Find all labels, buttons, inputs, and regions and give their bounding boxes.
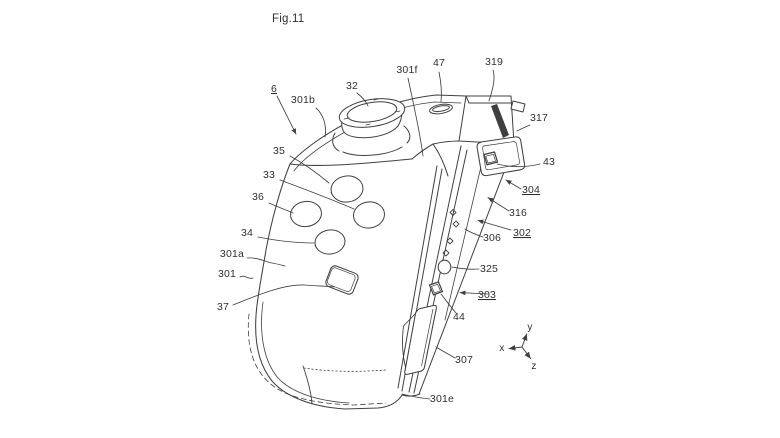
controller-body [248, 95, 466, 409]
leader-301b [316, 108, 326, 137]
leader-325 [452, 267, 479, 269]
leader-36 [269, 203, 293, 213]
ref-label-axis-x: x [499, 343, 504, 354]
leader-306 [465, 229, 483, 237]
leader-35 [290, 156, 329, 183]
coordinate-axes [509, 334, 531, 359]
leader-301a [247, 258, 285, 266]
ref-label-43: 43 [543, 156, 555, 168]
leader-6 [277, 96, 296, 134]
ref-label-axis-z: z [531, 361, 536, 372]
screw-hole [453, 221, 459, 227]
axis-z-arrow [522, 347, 531, 359]
ref-label-36: 36 [252, 191, 264, 203]
axis-x-arrow [509, 344, 522, 351]
leader-lines [233, 70, 540, 399]
leader-316 [488, 198, 509, 211]
ref-label-34: 34 [241, 227, 253, 239]
ref-label-316: 316 [509, 207, 527, 219]
ref-label-35: 35 [273, 145, 285, 157]
body-outline-left [256, 164, 402, 409]
ref-label-6: 6 [271, 83, 277, 95]
leader-303 [460, 290, 488, 296]
ref-label-37: 37 [217, 301, 229, 313]
leader-32 [357, 93, 368, 106]
ref-label-301a: 301a [220, 248, 244, 260]
leader-33 [280, 180, 354, 209]
ref-label-301: 301 [218, 268, 236, 280]
leader-301 [240, 276, 253, 278]
ref-label-302: 302 [513, 227, 531, 239]
ref-label-303: 303 [478, 289, 496, 301]
ref-label-axis-y: y [527, 322, 532, 333]
leader-43 [497, 164, 540, 167]
ref-label-32: 32 [346, 80, 358, 92]
labels-layer: Fig.11 6 301b 32 301f 47 319 317 43 304 316 302 306 3… [217, 13, 555, 405]
ref-label-47: 47 [433, 57, 445, 69]
leader-317 [517, 125, 530, 131]
ref-label-325: 325 [480, 263, 498, 275]
button-37 [325, 265, 360, 296]
leader-301e [402, 394, 430, 399]
axis-y-arrow [522, 334, 527, 347]
button-north [329, 174, 364, 204]
side-face-details [430, 210, 460, 295]
leader-302 [478, 219, 511, 230]
leader-304 [506, 180, 521, 189]
rail-cover-307 [403, 305, 437, 374]
button-west [289, 199, 323, 228]
ref-label-304: 304 [522, 184, 540, 196]
leader-319 [489, 70, 494, 101]
button-east [352, 200, 386, 230]
screw-hole [447, 238, 453, 244]
leader-34 [258, 237, 314, 243]
top-face-boundary [290, 159, 412, 165]
rail-slot [491, 104, 509, 138]
ref-label-fig-title: Fig.11 [272, 13, 304, 25]
rail-tab [511, 101, 525, 112]
screw-hole [443, 250, 449, 256]
hidden-edge-dashed [248, 314, 386, 405]
leader-44 [441, 294, 456, 313]
leader-307 [436, 347, 455, 358]
leader-47 [439, 72, 441, 102]
rail-housing [459, 96, 525, 144]
screw-hole [450, 210, 456, 216]
ref-label-306: 306 [483, 232, 501, 244]
ref-label-301e: 301e [430, 393, 454, 405]
button-south [313, 228, 346, 256]
analog-stick [333, 95, 410, 156]
slider-317 [477, 137, 525, 176]
face-buttons [289, 174, 386, 256]
ref-label-301b: 301b [291, 94, 315, 106]
ref-label-33: 33 [263, 169, 275, 181]
ref-label-307: 307 [455, 354, 473, 366]
ref-label-301f: 301f [396, 64, 417, 76]
ref-label-319: 319 [485, 56, 503, 68]
button-43 [484, 152, 498, 165]
leader-301f [408, 78, 423, 156]
leader-37 [233, 285, 334, 305]
ref-label-317: 317 [530, 112, 548, 124]
ref-label-44: 44 [453, 311, 465, 323]
button-47 [429, 103, 453, 116]
button-44 [430, 282, 443, 295]
button-325 [438, 260, 451, 274]
